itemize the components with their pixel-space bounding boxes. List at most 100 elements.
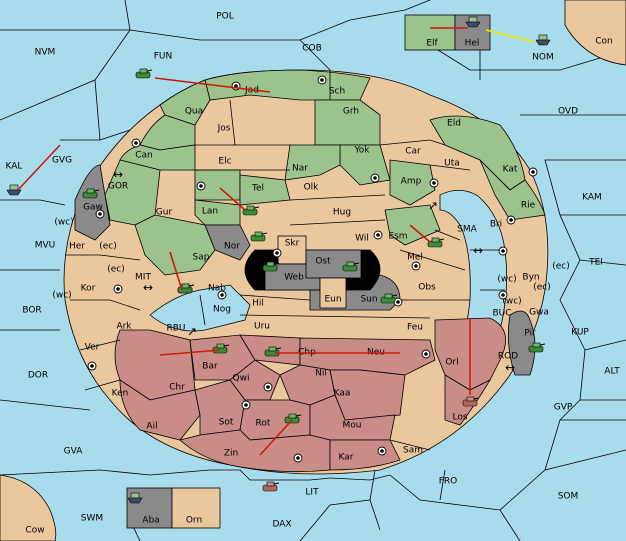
- region-label-feu: Feu: [407, 323, 423, 333]
- region-label-pol: POL: [216, 12, 234, 22]
- region-label-kar: Kar: [339, 453, 354, 463]
- supply-center-icon: [95, 209, 105, 219]
- army-icon[interactable]: [82, 188, 100, 199]
- region-grh[interactable]: [314, 99, 381, 146]
- region-label-rod: ROD: [498, 352, 518, 362]
- region-label-qua: Qua: [185, 107, 203, 117]
- region-label-hil: Hil: [252, 299, 264, 309]
- region-label-rie: Rie: [521, 201, 536, 211]
- supply-center-icon: [370, 173, 380, 183]
- region-label-elc: Elc: [218, 157, 231, 167]
- adj-gor: ↔: [113, 168, 123, 182]
- coast-tag: (ec): [552, 262, 570, 272]
- region-label-mit: MIT: [135, 273, 151, 283]
- region-label-mel: Mel: [407, 253, 423, 263]
- supply-center-icon: [131, 138, 141, 148]
- fleet-icon[interactable]: [6, 184, 22, 196]
- region-label-kat: Kat: [503, 165, 518, 175]
- region-label-mvu: MVU: [35, 241, 56, 251]
- arrow-jad-fun: [154, 77, 271, 93]
- region-bar-chr[interactable]: [114, 329, 196, 401]
- army-icon[interactable]: [427, 237, 445, 248]
- coast-tag: (ec): [107, 265, 125, 275]
- army-icon[interactable]: [242, 205, 260, 216]
- region-label-wil: Wil: [355, 234, 369, 244]
- army-icon[interactable]: [462, 396, 480, 407]
- region-amp[interactable]: [389, 159, 436, 206]
- region-label-can: Can: [135, 151, 153, 161]
- region-label-rbu: RBU: [166, 324, 185, 334]
- region-label-byn: Byn: [522, 273, 539, 283]
- supply-center-icon: [293, 453, 303, 463]
- supply-center-icon: [263, 382, 273, 392]
- region-eun[interactable]: [319, 277, 347, 309]
- adj-rod: ↔: [505, 361, 515, 375]
- region-label-tel: Tel: [251, 184, 264, 194]
- arrow-sap-mit: [169, 251, 183, 291]
- region-zin[interactable]: [179, 429, 331, 473]
- region-label-fro: FRO: [439, 477, 458, 487]
- army-icon[interactable]: [342, 261, 360, 272]
- army-icon[interactable]: [262, 261, 280, 272]
- region-label-gvp: GVP: [554, 403, 573, 413]
- land-borders: [65, 70, 505, 451]
- coast-tag: (wc): [502, 297, 521, 307]
- supply-center-icon: [87, 361, 97, 371]
- region-qua[interactable]: [159, 79, 211, 126]
- region-label-hug: Hug: [333, 208, 351, 218]
- fleet-icon[interactable]: [535, 34, 551, 46]
- supply-center-icon: [528, 167, 538, 177]
- army-icon[interactable]: [262, 481, 280, 492]
- region-label-esm: Esm: [388, 232, 407, 242]
- region-label-swm: SWM: [81, 514, 103, 524]
- region-label-kam: KAM: [582, 193, 602, 203]
- region-gaw[interactable]: [74, 164, 111, 241]
- army-icon[interactable]: [135, 68, 153, 79]
- fleet-icon[interactable]: [127, 492, 143, 504]
- region-sap[interactable]: [134, 214, 216, 276]
- region-label-amp: Amp: [401, 177, 422, 187]
- region-nor[interactable]: [204, 224, 251, 261]
- region-kat[interactable]: [479, 159, 546, 221]
- region-label-uru: Uru: [254, 322, 270, 332]
- region-label-kal: KAL: [6, 162, 23, 172]
- adjacency-arrows: ↔ ↔ ↗ ↗ ↔ ↔: [113, 168, 515, 375]
- region-label-cow: Cow: [25, 526, 44, 536]
- arrow-bar: [159, 349, 221, 356]
- supply-center-icon: [272, 248, 282, 258]
- army-icon[interactable]: [528, 342, 546, 353]
- region-esm[interactable]: [384, 204, 441, 246]
- region-label-mou: Mou: [343, 421, 362, 431]
- region-label-gur: Gur: [156, 208, 173, 218]
- region-label-gaw: Gaw: [83, 203, 103, 213]
- supply-center-icon: [411, 261, 421, 271]
- region-orn[interactable]: [171, 487, 221, 529]
- region-label-fun: FUN: [154, 52, 173, 62]
- region-tel[interactable]: [239, 174, 291, 206]
- region-rot[interactable]: [239, 399, 311, 441]
- region-label-eld: Eld: [447, 119, 461, 129]
- support-arrow-nom: [485, 29, 536, 43]
- fleet-icon[interactable]: [465, 16, 481, 28]
- supply-center-icon: [498, 290, 508, 300]
- region-label-ark: Ark: [116, 322, 132, 332]
- army-icon[interactable]: [380, 293, 398, 304]
- region-label-obs: Obs: [418, 283, 436, 293]
- order-arrows: [17, 27, 536, 456]
- region-nar[interactable]: [284, 144, 341, 181]
- supply-centers: [87, 75, 538, 463]
- region-label-kaa: Kaa: [334, 389, 351, 399]
- region-label-sch: Sch: [329, 87, 345, 97]
- region-label-jos: Jos: [217, 124, 231, 134]
- region-cow[interactable]: [0, 474, 57, 541]
- supply-center-icon: [113, 284, 123, 294]
- region-label-sma: SMA: [457, 225, 477, 235]
- region-elf[interactable]: [404, 14, 456, 51]
- region-label-pir: Pir: [524, 329, 536, 339]
- region-jad-sch[interactable]: [204, 69, 371, 101]
- coast-tag: (wc): [54, 218, 73, 228]
- region-label-skr: Skr: [285, 239, 300, 249]
- supply-center-icon: [241, 400, 251, 410]
- army-icon[interactable]: [250, 231, 268, 242]
